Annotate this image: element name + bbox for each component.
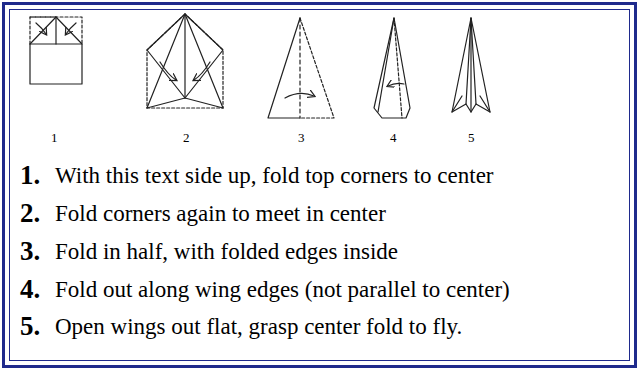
- step-number: 2.: [20, 200, 40, 227]
- callout-number: 4: [390, 131, 397, 144]
- step-text: Fold out along wing edges (not parallel …: [55, 278, 510, 301]
- step-number: 4.: [20, 276, 40, 303]
- sketch-step-1: [30, 17, 82, 84]
- sketch-step-4: [374, 18, 410, 118]
- callout-number: 5: [468, 131, 475, 144]
- callout-number: 1: [51, 131, 58, 144]
- step-text: Fold in half, with folded edges inside: [55, 240, 398, 263]
- sketch-step-2: [147, 14, 223, 108]
- sketch-step-3: [268, 18, 334, 118]
- sketch-step-5: [452, 18, 490, 112]
- step-number: 1.: [20, 162, 40, 189]
- step-number: 5.: [20, 313, 40, 340]
- step-number: 3.: [20, 238, 40, 265]
- step-text: Fold corners again to meet in center: [55, 202, 386, 225]
- step-text: With this text side up, fold top corners…: [55, 164, 494, 187]
- step-text: Open wings out flat, grasp center fold t…: [55, 315, 462, 338]
- callout-number: 3: [298, 131, 305, 144]
- callout-number: 2: [183, 131, 190, 144]
